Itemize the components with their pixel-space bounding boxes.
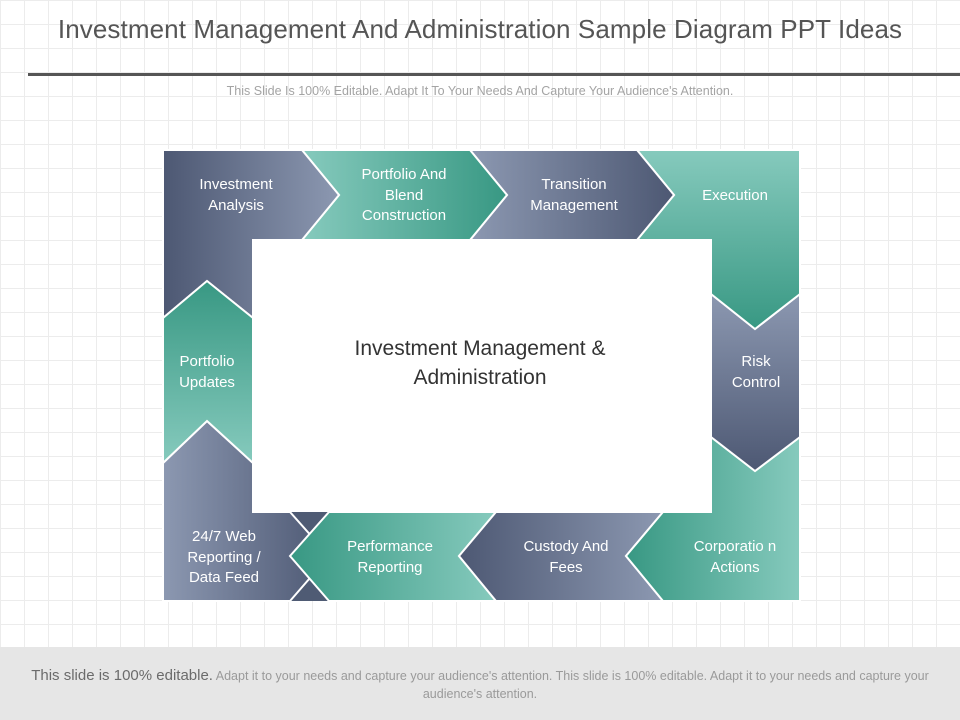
- center-label: Investment Management & Administration: [354, 337, 606, 389]
- footer-bar: This slide is 100% editable. Adapt it to…: [0, 647, 960, 720]
- label-investment-analysis: Investment Analysis: [199, 176, 273, 214]
- label-execution: Execution: [702, 187, 768, 204]
- label-custody-fees: Custody And Fees: [523, 538, 609, 576]
- footer-lead: This slide is 100% editable.: [31, 667, 213, 684]
- label-portfolio-updates: Portfolio Updates: [179, 353, 235, 391]
- footer-text: This slide is 100% editable. Adapt it to…: [18, 667, 942, 703]
- label-corporation-actions: Corporatio n Actions: [693, 538, 777, 576]
- label-transition-management: Transition Management: [530, 176, 618, 214]
- label-risk-control: Risk Control: [731, 353, 781, 391]
- slide-title: Investment Management And Administration…: [57, 14, 903, 44]
- slide-subtitle: This Slide Is 100% Editable. Adapt It To…: [226, 84, 734, 98]
- label-performance-reporting: Performance Reporting: [347, 538, 433, 576]
- center-panel: [253, 240, 711, 512]
- footer-body: Adapt it to your needs and capture your …: [215, 669, 929, 701]
- label-web-reporting: 24/7 Web Reporting / Data Feed: [187, 528, 261, 586]
- label-portfolio-blend: Portfolio And Blend Construction: [361, 166, 447, 224]
- title-divider: [28, 73, 960, 76]
